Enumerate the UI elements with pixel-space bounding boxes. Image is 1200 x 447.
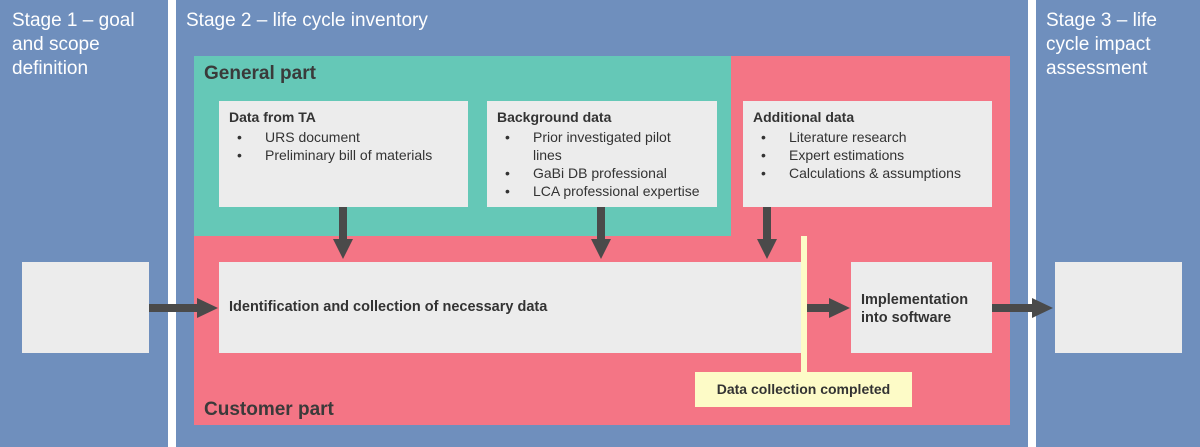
- data-from-ta-list: URS document Preliminary bill of materia…: [229, 128, 462, 164]
- list-item: Calculations & assumptions: [753, 164, 986, 182]
- data-from-ta-title: Data from TA: [229, 109, 316, 125]
- list-item: URS document: [229, 128, 462, 146]
- list-item: Expert estimations: [753, 146, 986, 164]
- arrow-stage1-to-identification: [149, 304, 199, 312]
- arrow-identification-to-implementation-head: [829, 298, 850, 318]
- arrow-additional-down: [763, 207, 771, 241]
- implementation-step-label: Implementation into software: [861, 292, 969, 326]
- additional-data-box: Additional data Literature research Expe…: [743, 101, 992, 207]
- data-from-ta-box: Data from TA URS document Preliminary bi…: [219, 101, 468, 207]
- stage-3-panel: Stage 3 – life cycle impact assessment: [1036, 0, 1200, 447]
- background-data-box: Background data Prior investigated pilot…: [487, 101, 717, 207]
- stage-1-title: Stage 1 – goal and scope definition: [12, 10, 135, 79]
- stage-1-panel: Stage 1 – goal and scope definition: [0, 0, 168, 447]
- background-data-title: Background data: [497, 109, 612, 125]
- list-item: GaBi DB professional: [497, 164, 711, 182]
- list-item: Preliminary bill of materials: [229, 146, 462, 164]
- general-part-title: General part: [204, 63, 316, 84]
- background-data-list: Prior investigated pilot lines GaBi DB p…: [497, 128, 711, 200]
- arrow-implementation-to-stage3: [992, 304, 1034, 312]
- arrow-implementation-to-stage3-head: [1032, 298, 1053, 318]
- arrow-stage1-to-identification-head: [197, 298, 218, 318]
- list-item: LCA professional expertise: [497, 182, 711, 200]
- identification-step-label: Identification and collection of necessa…: [229, 299, 548, 315]
- arrow-ta-down: [339, 207, 347, 241]
- arrow-background-down-head: [591, 239, 611, 259]
- stage-2-title: Stage 2 – life cycle inventory: [186, 10, 428, 31]
- identification-step: Identification and collection of necessa…: [219, 262, 801, 353]
- stage-1-empty-box: [22, 262, 149, 353]
- arrow-ta-down-head: [333, 239, 353, 259]
- stage-3-title: Stage 3 – life cycle impact assessment: [1046, 10, 1157, 79]
- stage-3-empty-box: [1055, 262, 1182, 353]
- milestone-line: [801, 236, 807, 374]
- customer-part-title: Customer part: [204, 399, 334, 420]
- milestone-label: Data collection completed: [695, 372, 912, 407]
- additional-data-title: Additional data: [753, 109, 855, 125]
- arrow-identification-to-implementation: [807, 304, 831, 312]
- list-item: Prior investigated pilot lines: [497, 128, 711, 164]
- arrow-additional-down-head: [757, 239, 777, 259]
- list-item: Literature research: [753, 128, 986, 146]
- arrow-background-down: [597, 207, 605, 241]
- additional-data-list: Literature research Expert estimations C…: [753, 128, 986, 182]
- implementation-step: Implementation into software: [851, 262, 992, 353]
